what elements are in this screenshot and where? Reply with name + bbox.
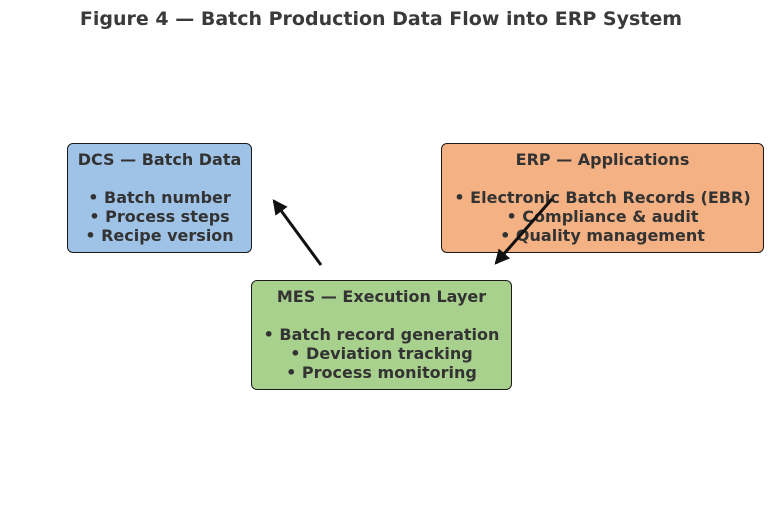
dcs-item-process-steps: • Process steps (89, 207, 230, 226)
erp-box: ERP — Applications • Electronic Batch Re… (441, 143, 764, 253)
mes-box-heading: MES — Execution Layer (276, 287, 487, 306)
mes-item-process-monitoring: • Process monitoring (286, 363, 477, 382)
erp-box-list: • Electronic Batch Records (EBR) • Compl… (442, 188, 763, 245)
erp-item-compliance-audit: • Compliance & audit (506, 207, 699, 226)
mes-box-list: • Batch record generation • Deviation tr… (252, 325, 511, 382)
figure-title: Figure 4 — Batch Production Data Flow in… (79, 8, 683, 30)
dcs-item-recipe-version: • Recipe version (85, 226, 234, 245)
dcs-box-heading: DCS — Batch Data (77, 150, 242, 169)
erp-item-quality-management: • Quality management (500, 226, 705, 245)
dcs-item-batch-number: • Batch number (88, 188, 231, 207)
erp-item-electronic-batch-records: • Electronic Batch Records (EBR) (454, 188, 751, 207)
erp-box-heading: ERP — Applications (515, 150, 690, 169)
arrow-mes-to-dcs (272, 199, 323, 266)
mes-item-deviation-tracking: • Deviation tracking (290, 344, 473, 363)
mes-box: MES — Execution Layer • Batch record gen… (251, 280, 512, 390)
dcs-box-list: • Batch number • Process steps • Recipe … (68, 188, 251, 245)
dcs-box: DCS — Batch Data • Batch number • Proces… (67, 143, 252, 253)
mes-item-batch-record-generation: • Batch record generation (263, 325, 500, 344)
